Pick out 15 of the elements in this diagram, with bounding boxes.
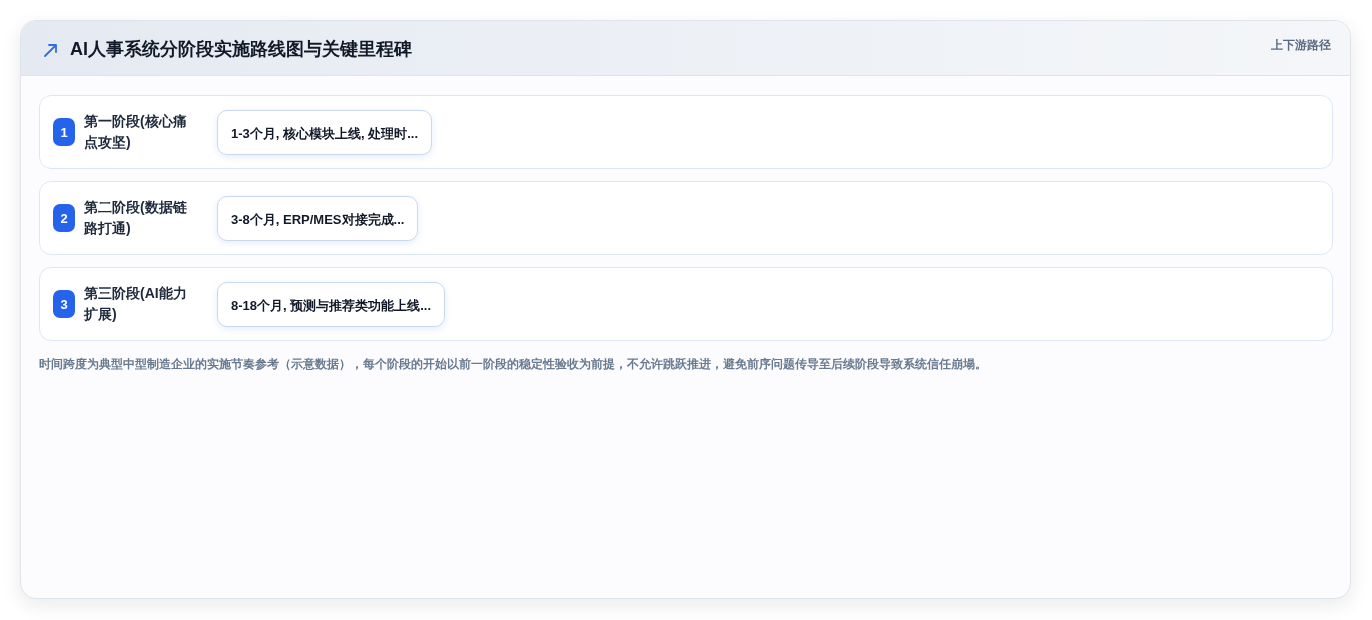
phase-title: 第一阶段(核心痛点攻坚) xyxy=(84,112,188,152)
step-number-badge: 3 xyxy=(53,290,75,318)
phase-row xyxy=(39,181,1333,255)
phase-row xyxy=(39,95,1333,169)
diagram-title: AI人事系统分阶段实施路线图与关键里程碑 xyxy=(70,38,412,61)
phase-title: 第三阶段(AI能力扩展) xyxy=(84,284,188,324)
step-number-badge: 1 xyxy=(53,118,75,146)
step-number-badge: 2 xyxy=(53,204,75,232)
phase-row xyxy=(39,267,1333,341)
phase-title: 第二阶段(数据链路打通) xyxy=(84,198,188,238)
milestone-card: 3-8个月, ERP/MES对接完成... xyxy=(217,195,419,241)
milestone-card: 1-3个月, 核心模块上线, 处理时... xyxy=(217,109,433,155)
caption-note: 时间跨度为典型中型制造企业的实施节奏参考（示意数据），每个阶段的开始以前一阶段的稳定性验收为前提，不允许跳跃推进，避免前序问题传导至后续阶段导致系统信任崩塌。 xyxy=(39,356,987,372)
milestone-card: 8-18个月, 预测与推荐类功能上线... xyxy=(217,281,446,327)
header-label: 上下游路径 xyxy=(1271,37,1331,53)
